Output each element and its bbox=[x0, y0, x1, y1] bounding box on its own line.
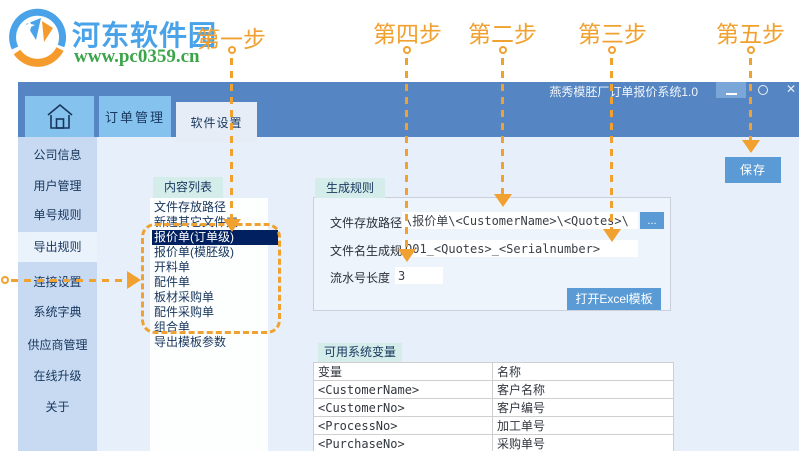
table-row: <CustomerName> 客户名称 bbox=[313, 380, 674, 399]
filename-rule-input[interactable] bbox=[402, 240, 638, 257]
step4-marker-icon bbox=[403, 46, 411, 54]
step1-marker-icon bbox=[228, 46, 236, 54]
step3-connector bbox=[610, 58, 613, 230]
name-cell: 客户名称 bbox=[492, 380, 674, 399]
open-excel-template-button[interactable]: 打开Excel模板 bbox=[567, 288, 661, 310]
titlebar: 燕秀模胚厂订单报价系统1.0 ✕ bbox=[18, 82, 799, 99]
window-title: 燕秀模胚厂订单报价系统1.0 bbox=[549, 85, 698, 99]
variable-cell: <CustomerName> bbox=[313, 380, 493, 399]
file-path-label: 文件存放路径 bbox=[330, 216, 403, 230]
variable-cell: <ProcessNo> bbox=[313, 416, 493, 435]
step4-label: 第四步 bbox=[373, 22, 442, 48]
file-path-input[interactable] bbox=[402, 212, 638, 229]
tab-home[interactable] bbox=[25, 96, 94, 137]
column-header-name: 名称 bbox=[492, 362, 674, 381]
content-list-header: 内容列表 bbox=[153, 177, 223, 198]
step1-arrow-icon bbox=[223, 219, 241, 232]
list-item-plate-purchase[interactable]: 板材采购单 bbox=[154, 290, 215, 304]
variables-header: 可用系统变量 bbox=[318, 343, 402, 362]
step2-connector bbox=[501, 58, 504, 195]
left-step-marker-icon bbox=[1, 276, 9, 284]
left-step-connector bbox=[11, 279, 126, 282]
list-item-parts-list[interactable]: 配件单 bbox=[154, 275, 191, 289]
minimize-icon bbox=[725, 92, 737, 95]
step5-arrow-icon bbox=[742, 140, 760, 153]
home-icon bbox=[46, 103, 73, 129]
step2-label: 第二步 bbox=[468, 22, 537, 48]
step2-marker-icon bbox=[499, 46, 507, 54]
app-window: 燕秀模胚厂订单报价系统1.0 ✕ 订单管理 软件设置 公司信息 用户管理 单号规… bbox=[18, 82, 799, 451]
variable-cell: <PurchaseNo> bbox=[313, 434, 493, 451]
serial-length-input[interactable] bbox=[395, 267, 443, 284]
serial-length-label: 流水号长度 bbox=[330, 271, 391, 285]
step-highlight-box bbox=[141, 223, 281, 334]
table-row: <PurchaseNo> 采购单号 bbox=[313, 434, 674, 451]
generation-rules-header: 生成规则 bbox=[315, 178, 385, 198]
list-item-export-template-params[interactable]: 导出模板参数 bbox=[154, 335, 227, 349]
step1-connector bbox=[230, 58, 233, 220]
sidebar-item-system-dictionary[interactable]: 系统字典 bbox=[33, 305, 82, 319]
variable-cell: <CustomerNo> bbox=[313, 398, 493, 417]
sidebar-item-company-info[interactable]: 公司信息 bbox=[33, 148, 82, 162]
list-item-cutting-list[interactable]: 开料单 bbox=[154, 260, 191, 274]
sidebar-item-number-rules[interactable]: 单号规则 bbox=[33, 208, 82, 222]
sidebar-item-online-upgrade[interactable]: 在线升级 bbox=[33, 369, 82, 383]
list-item-quote-moldbase-level[interactable]: 报价单(模胚级) bbox=[154, 245, 234, 259]
save-button[interactable]: 保存 bbox=[725, 157, 781, 183]
name-cell: 客户编号 bbox=[492, 398, 674, 417]
variables-table: 变量 名称 <CustomerName> 客户名称 <CustomerNo> 客… bbox=[313, 362, 674, 451]
list-item-parts-purchase[interactable]: 配件采购单 bbox=[154, 305, 215, 319]
filename-rule-label: 文件名生成规则 bbox=[330, 244, 415, 258]
sidebar-item-export-rules[interactable]: 导出规则 bbox=[18, 232, 97, 262]
table-header-row: 变量 名称 bbox=[313, 362, 674, 381]
tab-order-management[interactable]: 订单管理 bbox=[99, 96, 171, 137]
site-url: www.pc0359.cn bbox=[74, 46, 200, 67]
sidebar-item-about[interactable]: 关于 bbox=[45, 400, 70, 414]
step5-marker-icon bbox=[747, 46, 755, 54]
step5-label: 第五步 bbox=[716, 22, 785, 48]
name-cell: 加工单号 bbox=[492, 416, 674, 435]
list-item-combined-list[interactable]: 组合单 bbox=[154, 320, 191, 334]
table-row: <CustomerNo> 客户编号 bbox=[313, 398, 674, 417]
sidebar-item-connection-settings[interactable]: 连接设置 bbox=[33, 275, 82, 289]
left-step-arrow-icon bbox=[127, 271, 141, 289]
name-cell: 采购单号 bbox=[492, 434, 674, 451]
table-row: <ProcessNo> 加工单号 bbox=[313, 416, 674, 435]
sidebar-item-user-management[interactable]: 用户管理 bbox=[33, 179, 82, 193]
list-item-quote-order-level[interactable]: 报价单(订单级) bbox=[152, 230, 278, 245]
minimize-button[interactable] bbox=[716, 82, 746, 98]
window-header: 燕秀模胚厂订单报价系统1.0 ✕ 订单管理 bbox=[18, 82, 799, 137]
step3-arrow-icon bbox=[603, 229, 621, 242]
step4-connector bbox=[405, 58, 408, 250]
site-logo-icon bbox=[9, 8, 67, 67]
watermark: 河东软件园 www.pc0359.cn bbox=[8, 6, 268, 72]
step4-arrow-icon bbox=[398, 249, 416, 262]
tab-software-settings[interactable]: 软件设置 bbox=[176, 102, 257, 143]
list-item-file-path[interactable]: 文件存放路径 bbox=[154, 200, 227, 214]
column-header-variable: 变量 bbox=[313, 362, 493, 381]
close-button[interactable]: ✕ bbox=[785, 82, 797, 96]
sidebar-item-supplier-management[interactable]: 供应商管理 bbox=[27, 338, 88, 352]
site-name: 河东软件园 bbox=[72, 20, 218, 51]
browse-button[interactable]: ... bbox=[640, 212, 664, 229]
step3-marker-icon bbox=[608, 46, 616, 54]
step3-label: 第三步 bbox=[578, 22, 647, 48]
step5-connector bbox=[749, 58, 752, 141]
restore-button[interactable] bbox=[758, 85, 768, 95]
step2-arrow-icon bbox=[494, 194, 512, 207]
sidebar: 公司信息 用户管理 单号规则 导出规则 连接设置 系统字典 供应商管理 在线升级… bbox=[18, 137, 97, 451]
